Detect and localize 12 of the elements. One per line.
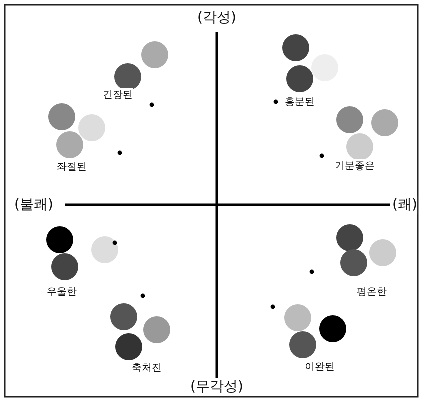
axis-label: (불쾌) (14, 196, 54, 214)
emotion-label: 축처진 (132, 361, 162, 375)
emotion-label: 기분좋은 (335, 159, 375, 173)
emotion-label: 이완된 (305, 360, 335, 374)
axis-label: (무각성) (190, 378, 244, 396)
emotion-label: 좌절된 (57, 160, 87, 174)
emotion-label: 흥분된 (285, 95, 315, 109)
emotion-label: 평온한 (357, 285, 387, 299)
axis-label: (각성) (198, 9, 236, 27)
emotion-label: 긴장된 (103, 88, 133, 102)
axis-label: (쾌) (392, 196, 418, 214)
emotion-label: 우울한 (47, 285, 77, 299)
